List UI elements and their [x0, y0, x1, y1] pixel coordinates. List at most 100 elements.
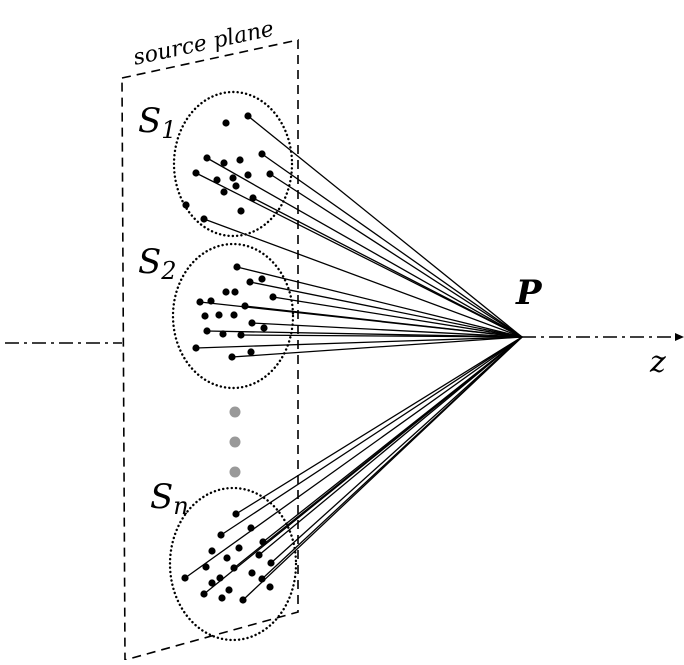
ray-s2	[272, 296, 523, 338]
source-point-s2	[228, 353, 236, 361]
source-point-s2	[215, 311, 223, 319]
source-point-sn	[223, 554, 231, 562]
source-point-s2	[230, 311, 238, 319]
source-point-sn	[202, 563, 210, 571]
ellipsis-dot	[229, 406, 241, 418]
source-point-s2	[246, 278, 254, 286]
source-point-s2	[207, 297, 215, 305]
group-label-sn-name: S	[150, 477, 173, 517]
source-point-s1	[249, 194, 257, 202]
source-point-s2	[192, 344, 200, 352]
ray-s1	[252, 197, 523, 338]
source-point-sn	[218, 594, 226, 602]
group-label-s2: S2	[138, 242, 177, 285]
source-point-sn	[208, 579, 216, 587]
observation-point-label: P	[515, 273, 543, 313]
source-point-s2	[231, 288, 239, 296]
source-point-s2	[237, 331, 245, 339]
group-label-s2-name: S	[138, 242, 161, 282]
source-point-sn	[259, 538, 267, 546]
source-point-sn	[235, 544, 243, 552]
ray-s1	[247, 115, 523, 338]
ray-sn	[235, 336, 523, 515]
source-point-s1	[229, 174, 237, 182]
ray-s2	[236, 266, 523, 338]
ray-sn	[258, 336, 523, 556]
axis-label-z: z	[649, 345, 666, 380]
ray-sn	[203, 336, 523, 595]
source-point-s1	[182, 201, 190, 209]
source-point-s1	[203, 154, 211, 162]
source-point-s1	[266, 170, 274, 178]
ray-sn	[220, 336, 523, 536]
rays	[184, 115, 523, 601]
source-point-s1	[220, 159, 228, 167]
source-point-sn	[232, 510, 240, 518]
group-boundary-sn	[168, 486, 298, 642]
source-point-s2	[201, 312, 209, 320]
source-point-sn	[267, 559, 275, 567]
group-label-sn: Sn	[150, 477, 189, 520]
source-point-sn	[200, 590, 208, 598]
ray-s1	[206, 157, 523, 338]
source-point-s2	[219, 330, 227, 338]
source-plane-label: source plane	[131, 17, 276, 71]
ray-s2	[249, 281, 523, 338]
source-point-s2	[203, 327, 211, 335]
source-point-sn	[247, 524, 255, 532]
source-point-s1	[222, 119, 230, 127]
ray-s1	[269, 173, 523, 338]
source-point-s1	[236, 156, 244, 164]
source-point-sn	[230, 564, 238, 572]
ray-sn	[261, 336, 523, 580]
source-point-sn	[266, 583, 274, 591]
source-point-s1	[237, 207, 245, 215]
ray-s2	[251, 322, 523, 338]
source-point-s2	[247, 348, 255, 356]
source-point-s1	[258, 150, 266, 158]
source-point-s1	[192, 169, 200, 177]
group-label-s1-name: S	[138, 101, 161, 141]
group-boundary-s1	[172, 90, 294, 238]
ellipsis-dot	[229, 436, 241, 448]
source-point-s2	[241, 302, 249, 310]
group-label-sn-sub: n	[173, 492, 188, 520]
ray-sn	[270, 336, 523, 564]
source-point-sn	[225, 586, 233, 594]
source-point-s1	[244, 171, 252, 179]
source-point-sn	[216, 574, 224, 582]
group-boundary-s2	[171, 242, 295, 390]
source-point-sn	[181, 574, 189, 582]
source-plane	[121, 39, 299, 662]
ray-s2	[244, 305, 523, 338]
source-point-s2	[258, 275, 266, 283]
source-point-s1	[232, 182, 240, 190]
source-point-s2	[222, 288, 230, 296]
ray-s2	[195, 336, 523, 349]
source-point-s1	[220, 188, 228, 196]
source-point-sn	[239, 596, 247, 604]
source-point-s2	[233, 263, 241, 271]
source-point-s1	[213, 176, 221, 184]
ray-s2	[240, 334, 523, 338]
ray-s2	[231, 336, 523, 358]
group-label-s1: S1	[138, 101, 177, 144]
group-label-s1-sub: 1	[161, 116, 176, 144]
ray-s1	[203, 218, 523, 338]
ray-sn	[184, 336, 523, 579]
source-point-s1	[200, 215, 208, 223]
source-point-sn	[208, 547, 216, 555]
ellipsis-dot	[229, 466, 241, 478]
axis-arrowhead	[675, 333, 684, 341]
source-point-sn	[217, 531, 225, 539]
source-point-s1	[244, 112, 252, 120]
source-point-s2	[196, 298, 204, 306]
source-point-s2	[248, 319, 256, 327]
source-point-sn	[248, 569, 256, 577]
source-point-sn	[258, 575, 266, 583]
source-points	[181, 112, 277, 604]
source-point-sn	[255, 551, 263, 559]
group-label-s2-sub: 2	[160, 257, 176, 285]
